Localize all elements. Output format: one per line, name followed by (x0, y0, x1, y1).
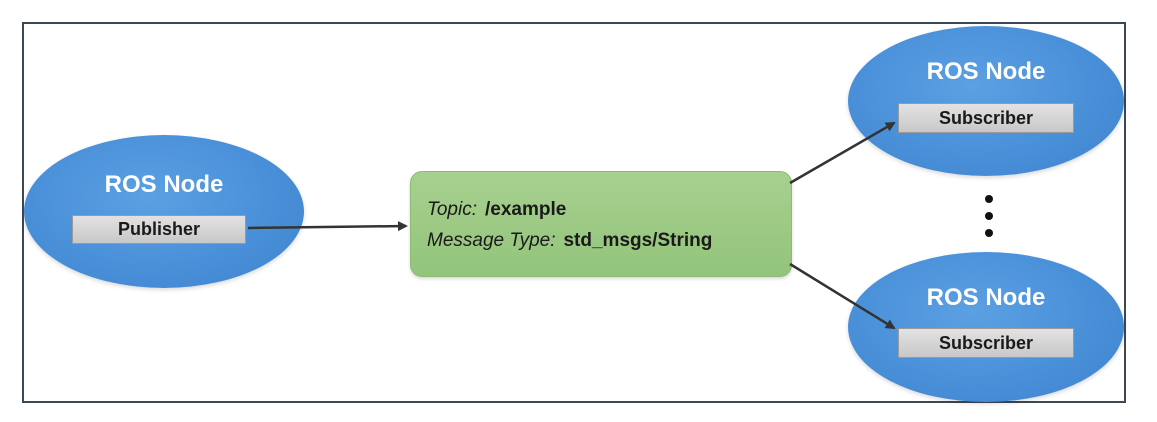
topic-to-subscriber-1-arrow (789, 121, 896, 185)
topic-box: Topic: /example Message Type: std_msgs/Str… (410, 171, 792, 277)
subscriber-role-label: Subscriber (898, 103, 1074, 133)
subscriber-ros-node: ROS Node Subscriber (848, 26, 1124, 176)
ellipsis-dot (985, 195, 993, 203)
subscriber-node-title: ROS Node (926, 58, 1046, 85)
publisher-ros-node: ROS Node Publisher (24, 135, 304, 288)
ellipsis-dot (985, 229, 993, 237)
publisher-role-label: Publisher (72, 215, 246, 244)
message-type-value: std_msgs/String (563, 230, 713, 251)
topic-label: Topic: (427, 199, 477, 220)
ellipsis-dot (985, 212, 993, 220)
topic-value: /example (485, 199, 567, 220)
subscriber-node-title: ROS Node (926, 284, 1046, 311)
message-type-label: Message Type: (427, 230, 556, 251)
publisher-node-title: ROS Node (104, 171, 224, 198)
topic-to-subscriber-2-arrow (789, 262, 896, 330)
subscriber-role-label: Subscriber (898, 328, 1074, 358)
topic-line: Topic: /example (427, 199, 566, 221)
message-type-line: Message Type: std_msgs/String (427, 230, 712, 252)
publisher-to-topic-arrow (247, 221, 408, 232)
